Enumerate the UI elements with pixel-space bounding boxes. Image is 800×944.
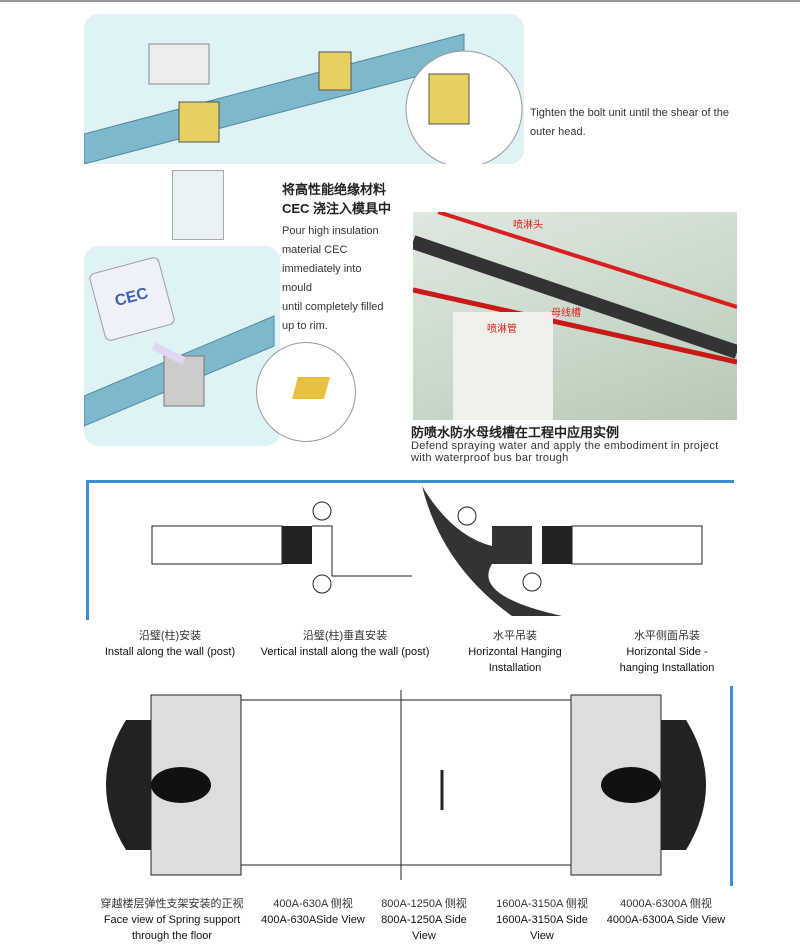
mould-insert: [292, 377, 330, 399]
bolt-illustration: [83, 14, 524, 168]
photo-title: 防喷水防水母线槽在工程中应用实例: [411, 425, 620, 440]
install-caption-zh: 水平侧面吊装: [634, 630, 700, 642]
step2-line: material CEC: [282, 244, 348, 256]
install-caption-zh: 水平吊装: [493, 630, 537, 642]
step2-line: Pour high insulation: [282, 225, 379, 237]
view-caption-en: 4000A-6300A Side View: [606, 914, 726, 926]
install-caption-en: Vertical install along the wall (post): [260, 646, 430, 658]
view-caption-en: 400A-630ASide View: [261, 914, 365, 926]
view-caption-zh: 400A-630A 侧视: [273, 898, 353, 910]
view-caption-zh: 穿越楼层弹性支架安装的正视: [100, 898, 244, 910]
pour-illustration: CEC: [83, 246, 280, 446]
step2-line: immediately into: [282, 263, 362, 275]
step2-title-zh-1: 将高性能绝缘材料: [282, 182, 387, 197]
spring-support-drawing: [86, 690, 726, 880]
step2-title-zh-2: CEC 浇注入模具中: [282, 201, 392, 216]
step2-line: mould: [282, 282, 312, 294]
project-photo: 喷淋头 母线槽 喷淋管: [413, 212, 737, 420]
section-bar: [86, 480, 734, 483]
step1-caption: Tighten the bolt unit until the shear of…: [530, 107, 729, 138]
view-caption-zh: 1600A-3150A 侧视: [496, 898, 588, 910]
view-caption-zh: 4000A-6300A 侧视: [620, 898, 712, 910]
photo-caption: Defend spraying water and apply the embo…: [411, 440, 719, 464]
step2-title: 将高性能绝缘材料 CEC 浇注入模具中: [282, 180, 391, 218]
view-caption-zh: 800A-1250A 侧视: [381, 898, 467, 910]
section-bar-right: [730, 686, 733, 886]
step2-line: until completely filled: [282, 301, 384, 313]
step2-line: up to rim.: [282, 320, 328, 332]
view-caption-en: 1600A-3150A Side View: [496, 914, 588, 942]
install-caption-en: Horizontal Hanging Installation: [468, 646, 562, 674]
install-caption-zh: 沿璧(柱)安装: [138, 630, 202, 642]
install-caption-en: Install along the wall (post): [104, 646, 236, 658]
mould-detail-circle: [256, 342, 356, 442]
mould-plate: [172, 170, 224, 240]
photo-label-sprinkler-head: 喷淋头: [513, 220, 543, 231]
view-caption-en: Face view of Spring support through the …: [103, 914, 241, 942]
install-caption-en: Horizontal Side - hanging Installation: [619, 646, 715, 674]
install-caption-zh: 沿璧(柱)垂直安装: [302, 630, 388, 642]
photo-label-busbar: 母线槽: [551, 308, 581, 319]
section-bar-left: [86, 480, 89, 620]
step2-text: Pour high insulation material CEC immedi…: [282, 222, 412, 336]
photo-label-sprinkler-pipe: 喷淋管: [487, 324, 517, 335]
top-rule: [0, 0, 800, 2]
installation-drawing: [92, 486, 732, 616]
view-caption-en: 800A-1250A Side View: [381, 914, 467, 942]
